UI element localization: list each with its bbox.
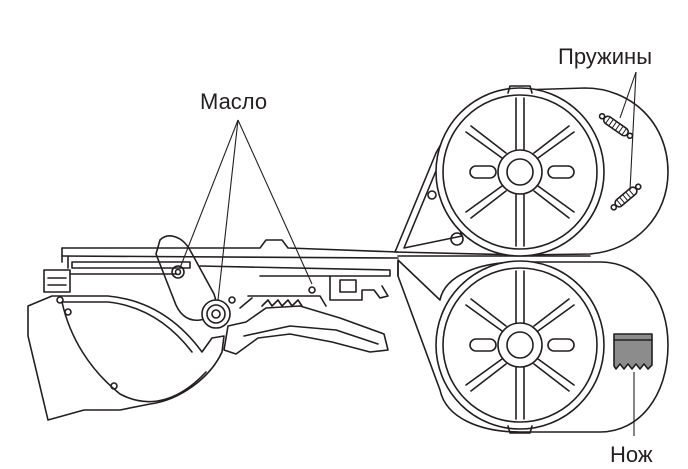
tool-body [27, 235, 399, 421]
upper-reel [435, 85, 605, 257]
oil-leader-lines [179, 119, 313, 301]
oil-label: Масло [200, 89, 268, 114]
knife-label: Нож [610, 442, 653, 467]
spring-top [598, 112, 634, 140]
spring-bottom [610, 183, 642, 211]
knife-blade [613, 333, 653, 370]
lower-reel [435, 260, 605, 434]
springs-leader-lines [619, 71, 637, 191]
springs-label: Пружины [558, 44, 653, 69]
